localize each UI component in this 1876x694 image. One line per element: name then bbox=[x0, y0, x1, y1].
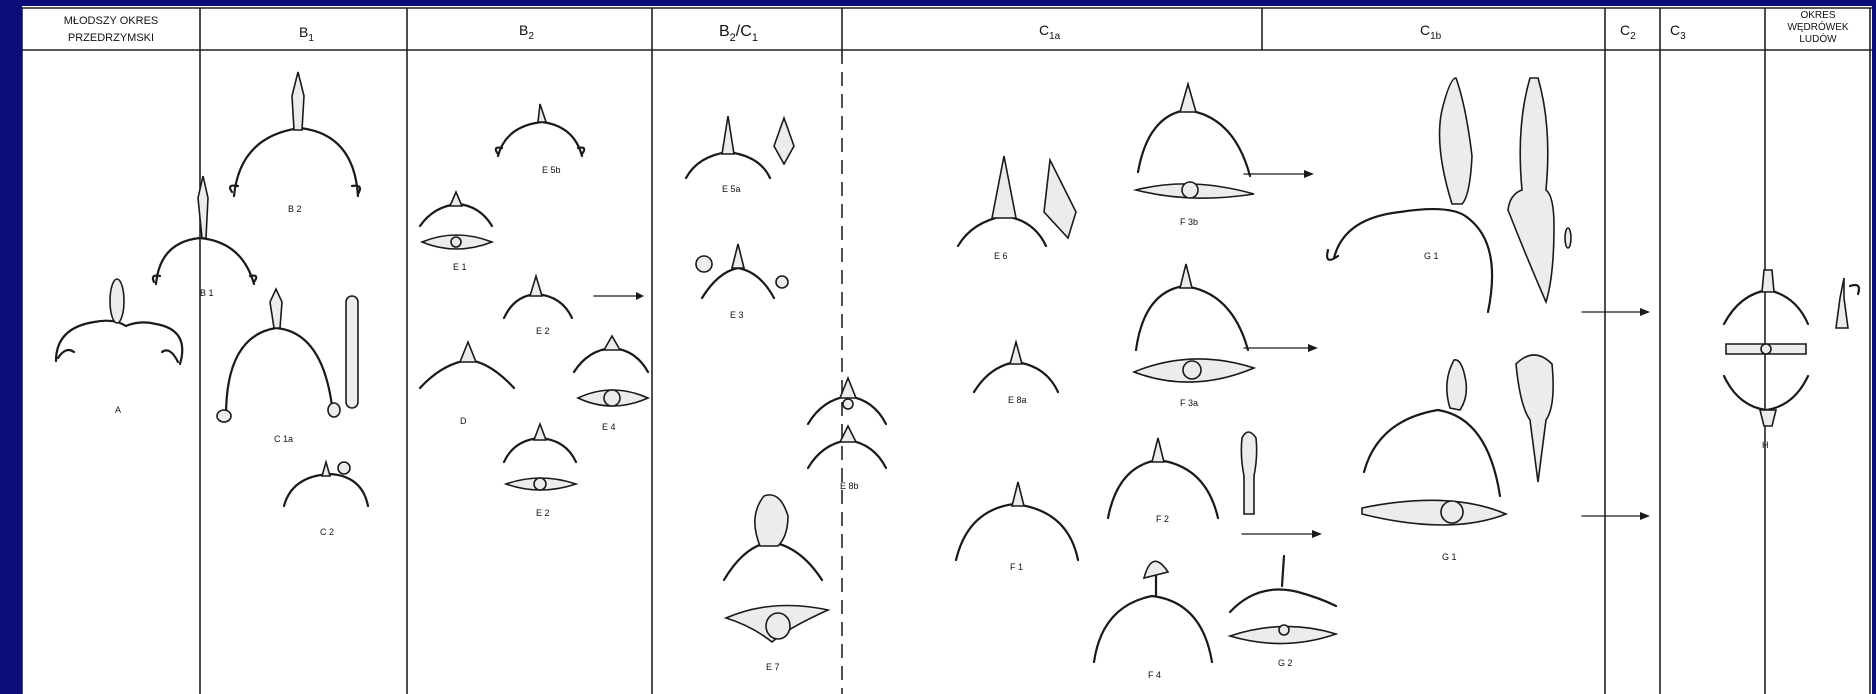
header-wedrowek-line3: LUDÓW bbox=[1799, 32, 1837, 45]
spur-g1-bottom: G 1 bbox=[1362, 355, 1553, 562]
label-c2: C 2 bbox=[320, 527, 334, 537]
header-mlodszy-line1: MŁODSZY OKRES bbox=[64, 15, 159, 27]
header-mlodszy-line2: PRZEDRZYMSKI bbox=[68, 32, 154, 44]
label-e3: E 3 bbox=[730, 310, 744, 320]
label-f1: F 1 bbox=[1010, 562, 1023, 572]
header-c3: C3 bbox=[1670, 22, 1686, 42]
label-b1: B 1 bbox=[200, 288, 214, 298]
label-e1: E 1 bbox=[453, 262, 467, 272]
label-f3b: F 3b bbox=[1180, 217, 1198, 227]
header-c2: C2 bbox=[1620, 22, 1636, 42]
spur-e2-bottom: E 2 bbox=[504, 424, 576, 518]
label-e5b: E 5b bbox=[542, 165, 561, 175]
spur-f3a: F 3a bbox=[1134, 264, 1254, 408]
label-g1-bottom: G 1 bbox=[1442, 552, 1457, 562]
arrows-c1b bbox=[1582, 308, 1650, 520]
label-b2: B 2 bbox=[288, 204, 302, 214]
spur-e2-top: E 2 bbox=[504, 276, 572, 336]
spur-g1-top: G 1 bbox=[1327, 78, 1571, 312]
header-wedrowek-line2: WĘDRÓWEK bbox=[1787, 20, 1848, 33]
spur-f2: F 2 bbox=[1108, 432, 1257, 524]
spur-e4: E 4 bbox=[574, 336, 648, 432]
spur-c1a: C 1a bbox=[217, 289, 358, 444]
label-e8b: E 8b bbox=[840, 481, 859, 491]
label-g1-top: G 1 bbox=[1424, 251, 1439, 261]
diagram-frame: MŁODSZY OKRES PRZEDRZYMSKI B1 B2 B2/C1 C… bbox=[22, 6, 1872, 694]
label-e2-bottom: E 2 bbox=[536, 508, 550, 518]
spur-e5b: E 5b bbox=[496, 104, 585, 175]
label-e4: E 4 bbox=[602, 422, 616, 432]
arrow-b2 bbox=[594, 292, 644, 300]
label-f4: F 4 bbox=[1148, 670, 1161, 680]
label-h: H bbox=[1762, 440, 1769, 450]
label-e5a: E 5a bbox=[722, 184, 741, 194]
label-c1a: C 1a bbox=[274, 434, 293, 444]
spur-e7: E 7 bbox=[724, 495, 828, 672]
header-b1: B1 bbox=[299, 24, 314, 44]
spur-e8a: E 8a bbox=[974, 342, 1058, 405]
label-f2: F 2 bbox=[1156, 514, 1169, 524]
spur-e3: E 3 bbox=[696, 244, 788, 320]
spur-e1: E 1 bbox=[420, 192, 492, 272]
label-e2-top: E 2 bbox=[536, 326, 550, 336]
spur-e6: E 6 bbox=[958, 156, 1076, 261]
spur-b2: B 2 bbox=[230, 72, 360, 214]
spur-a: A bbox=[56, 279, 182, 415]
spur-e8b: E 8b bbox=[808, 378, 886, 491]
header-c1a: C1a bbox=[1039, 22, 1061, 42]
label-f3a: F 3a bbox=[1180, 398, 1198, 408]
header-c1b: C1b bbox=[1420, 22, 1442, 42]
spur-g2: G 2 bbox=[1230, 556, 1336, 668]
label-e8a: E 8a bbox=[1008, 395, 1027, 405]
header-b2: B2 bbox=[519, 22, 534, 42]
header-row: MŁODSZY OKRES PRZEDRZYMSKI B1 B2 B2/C1 C… bbox=[64, 10, 1849, 45]
label-g2: G 2 bbox=[1278, 658, 1293, 668]
label-d: D bbox=[460, 416, 467, 426]
label-e6: E 6 bbox=[994, 251, 1008, 261]
spur-b1: B 1 bbox=[153, 176, 256, 298]
spur-f3b: F 3b bbox=[1136, 84, 1254, 227]
spur-f4: F 4 bbox=[1094, 561, 1212, 680]
spur-c2: C 2 bbox=[284, 462, 368, 537]
spur-d: D bbox=[420, 342, 514, 426]
header-b2-c1: B2/C1 bbox=[719, 23, 758, 44]
label-a: A bbox=[115, 405, 121, 415]
spur-h: H bbox=[1724, 270, 1859, 450]
chronology-diagram: MŁODSZY OKRES PRZEDRZYMSKI B1 B2 B2/C1 C… bbox=[22, 6, 1872, 694]
spur-f1: F 1 bbox=[956, 482, 1078, 572]
header-wedrowek-line1: OKRES bbox=[1800, 10, 1835, 21]
label-e7: E 7 bbox=[766, 662, 780, 672]
spur-e5a: E 5a bbox=[686, 116, 794, 194]
